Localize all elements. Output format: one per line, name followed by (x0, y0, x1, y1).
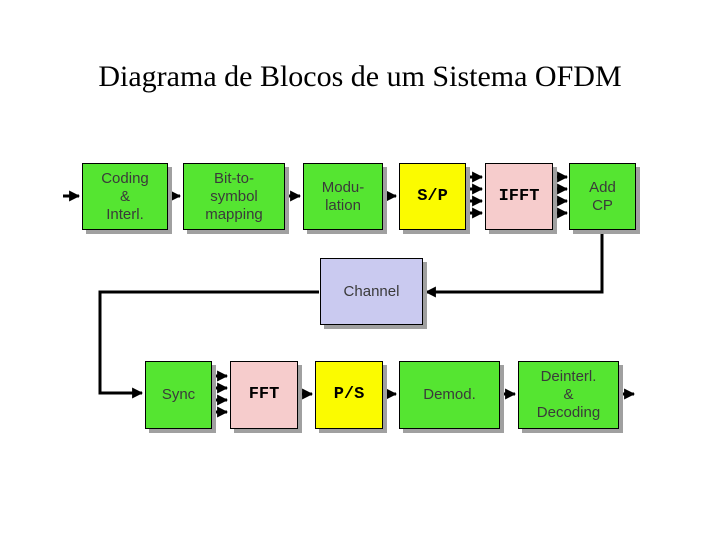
block-ifft-label: IFFT (498, 186, 540, 206)
block-coding-interleaving: Coding & Interl. (82, 163, 168, 230)
block-channel: Channel (320, 258, 423, 325)
block-parallel-to-serial: P/S (315, 361, 383, 429)
block-fft-label: FFT (248, 385, 280, 404)
block-add-cp-label: Add CP (589, 178, 616, 214)
block-sp-label: S/P (417, 186, 448, 206)
block-bit-to-symbol-label: Bit-to- symbol mapping (205, 169, 263, 223)
block-coding-label: Coding & Interl. (101, 169, 149, 223)
block-demod-label: Demod. (423, 386, 476, 403)
block-modulation: Modu- lation (303, 163, 383, 230)
slide-title: Diagrama de Blocos de um Sistema OFDM (98, 60, 622, 93)
arrow-channel-to-sync (98, 290, 319, 399)
block-modulation-label: Modu- lation (321, 178, 365, 214)
block-ifft: IFFT (485, 163, 553, 230)
block-ps-label: P/S (333, 385, 365, 404)
block-deinterl-label: Deinterl. & Decoding (536, 368, 601, 421)
block-demodulation: Demod. (399, 361, 500, 429)
block-add-cp: Add CP (569, 163, 636, 230)
block-bit-to-symbol-mapping: Bit-to- symbol mapping (183, 163, 285, 230)
block-sync-label: Sync (161, 386, 196, 403)
block-deinterleaving-decoding: Deinterl. & Decoding (518, 361, 619, 429)
block-serial-to-parallel: S/P (399, 163, 466, 230)
block-sync: Sync (145, 361, 212, 429)
block-channel-label: Channel (343, 282, 400, 300)
arrow-addcp-to-channel (424, 231, 604, 298)
block-fft: FFT (230, 361, 298, 429)
